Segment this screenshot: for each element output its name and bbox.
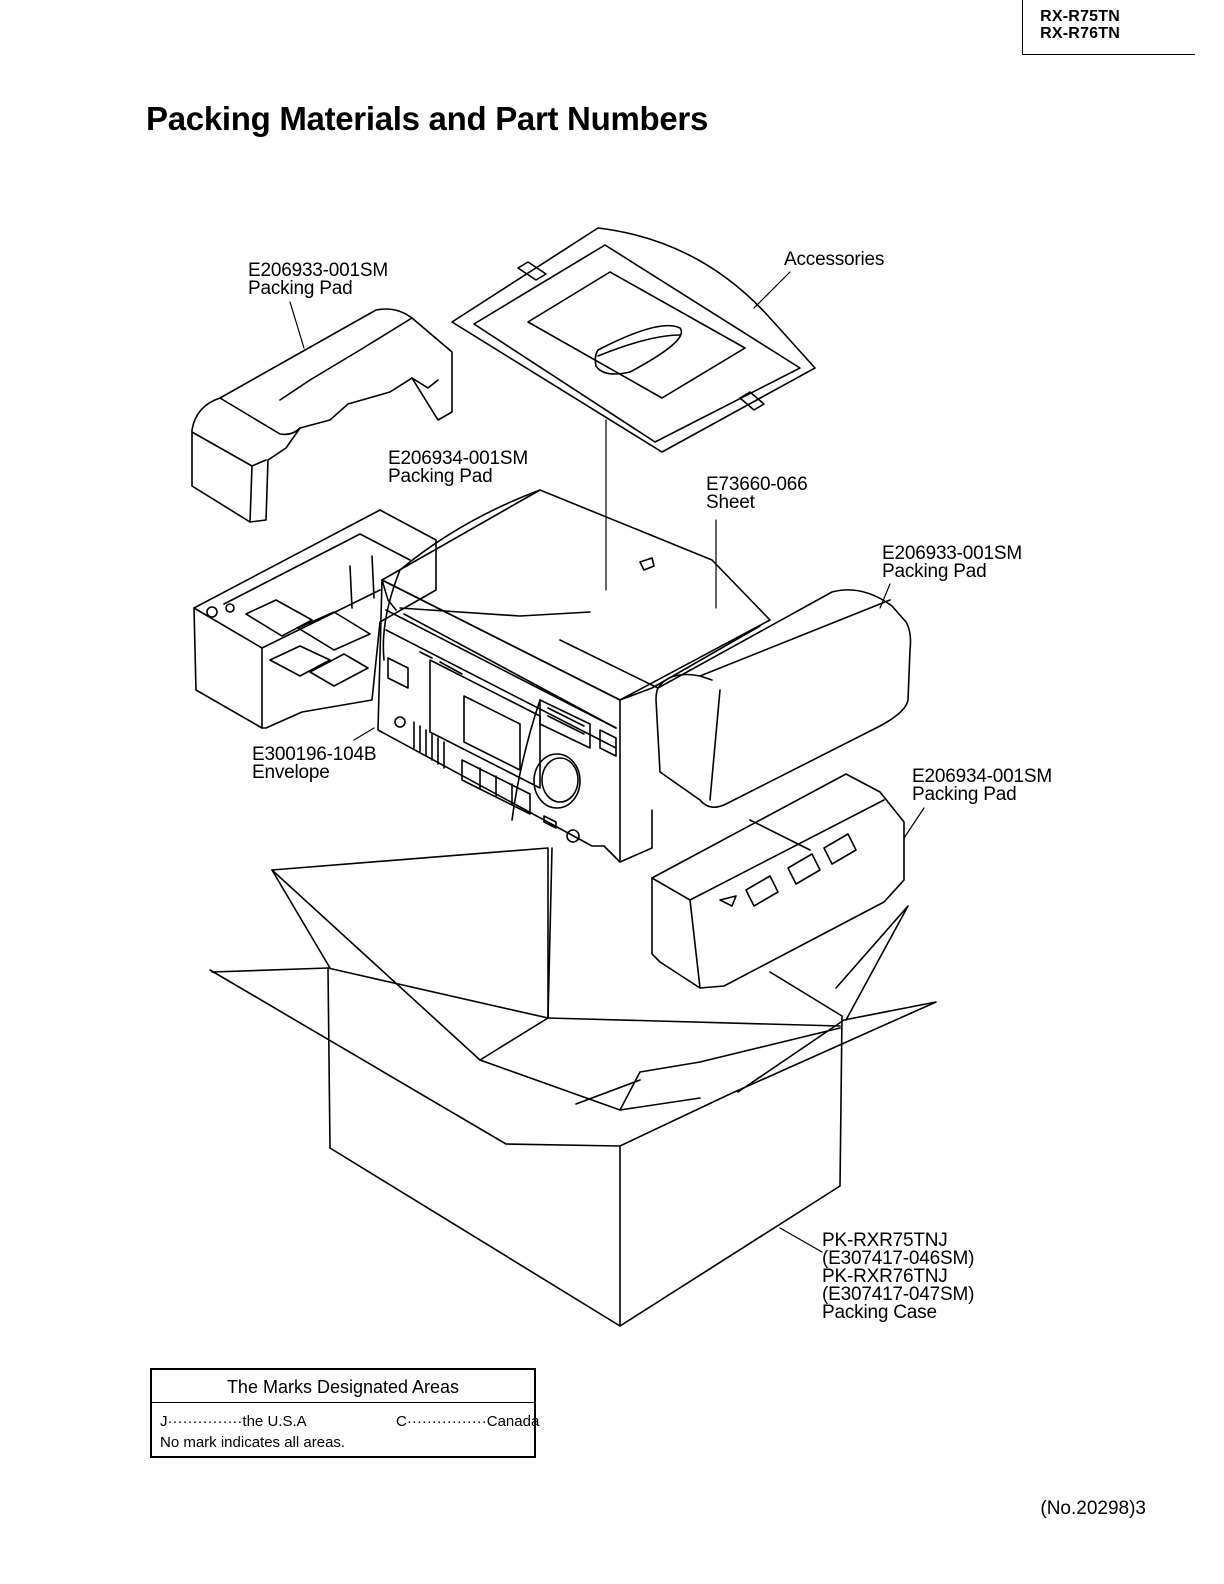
part-number: E206934-001SM [912,766,1053,787]
part-number: E73660-066 [706,474,808,495]
label-sheet: E73660-066 Sheet [706,474,808,513]
model-number-1: RX-R75TN [1040,8,1120,25]
page-number: (No.20298)3 [1040,1498,1146,1519]
packing-pad-left [193,509,437,729]
label-packing-pad-left: E206934-001SM Packing Pad [388,448,529,487]
label-packing-pad-top-left: E206933-001SM Packing Pad [248,260,389,299]
legend-mark-j: J···············the U.S.A [160,1413,307,1430]
case-line: PK-RXR75TNJ [822,1230,948,1251]
packing-pad-top-left [191,308,453,523]
accessories-bag [451,227,816,453]
case-line: Packing Case [822,1302,937,1323]
page-title: Packing Materials and Part Numbers [146,100,708,137]
case-line: PK-RXR76TNJ [822,1266,948,1287]
leader-lines [289,271,925,1253]
packing-pad-bottom-right [651,773,905,989]
label-envelope: E300196-104B Envelope [252,744,377,783]
part-number: E206933-001SM [882,543,1023,564]
legend-mark-c: C················Canada [396,1413,540,1430]
marks-legend: The Marks Designated Areas J············… [150,1368,540,1458]
case-line: (E307417-047SM) [822,1284,975,1305]
packing-pad-right [559,589,912,808]
part-name: Packing Pad [248,278,353,299]
label-packing-case: PK-RXR75TNJ (E307417-046SM) PK-RXR76TNJ … [822,1230,975,1323]
part-name: Packing Pad [912,784,1017,805]
part-number: E206934-001SM [388,448,529,469]
part-name: Packing Pad [882,561,987,582]
part-number: E206933-001SM [248,260,389,281]
label-accessories: Accessories [784,249,885,270]
model-number-2: RX-R76TN [1040,25,1120,42]
packing-case [209,847,937,1327]
label-packing-pad-bottom-right: E206934-001SM Packing Pad [912,766,1053,805]
model-box: RX-R75TN RX-R76TN [1022,0,1195,55]
case-line: (E307417-046SM) [822,1248,975,1269]
legend-note: No mark indicates all areas. [160,1434,346,1451]
part-name: Sheet [706,492,755,513]
legend-title: The Marks Designated Areas [152,1370,534,1403]
part-number: E300196-104B [252,744,377,765]
part-name: Packing Pad [388,466,493,487]
part-name: Accessories [784,249,885,270]
part-name: Envelope [252,762,330,783]
label-packing-pad-right: E206933-001SM Packing Pad [882,543,1023,582]
stereo-unit [377,489,771,863]
